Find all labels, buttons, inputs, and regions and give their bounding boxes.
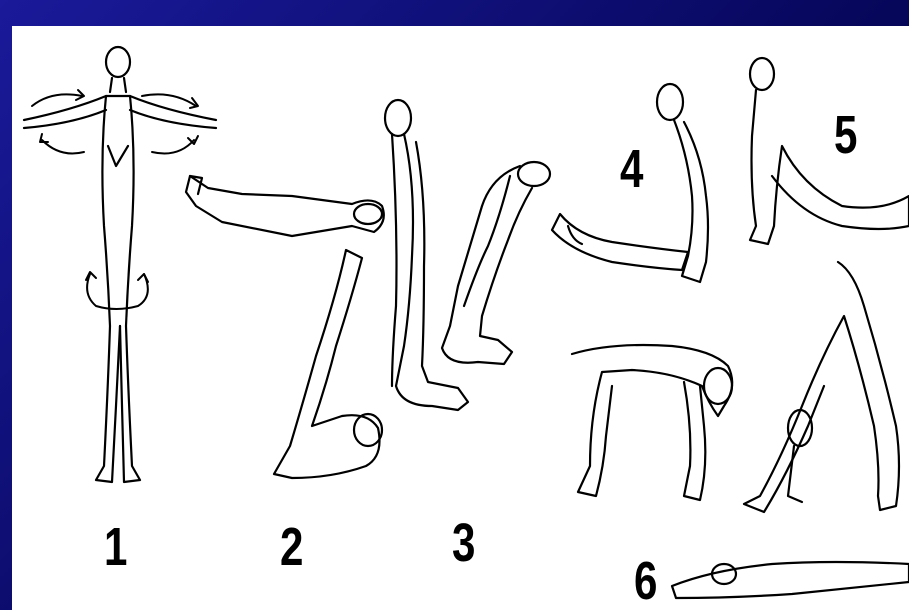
figure-1-standing-arm-circles xyxy=(24,47,216,482)
figure-3-kneeling-backbend xyxy=(385,100,550,410)
figure-6-bridge-pose xyxy=(572,345,732,500)
label-5: 5 xyxy=(834,108,857,162)
figure-2-plough-pose xyxy=(186,176,384,478)
illustration-panel: 1 2 3 4 5 6 xyxy=(12,26,909,610)
figure-downward-dog-pose xyxy=(744,262,899,512)
label-2: 2 xyxy=(280,520,303,574)
label-4: 4 xyxy=(620,142,643,196)
label-1: 1 xyxy=(104,520,127,574)
figure-5-cobra-pose xyxy=(750,58,909,244)
label-6: 6 xyxy=(634,554,657,608)
label-3: 3 xyxy=(452,516,475,570)
figure-6-lying-pose xyxy=(672,562,909,598)
